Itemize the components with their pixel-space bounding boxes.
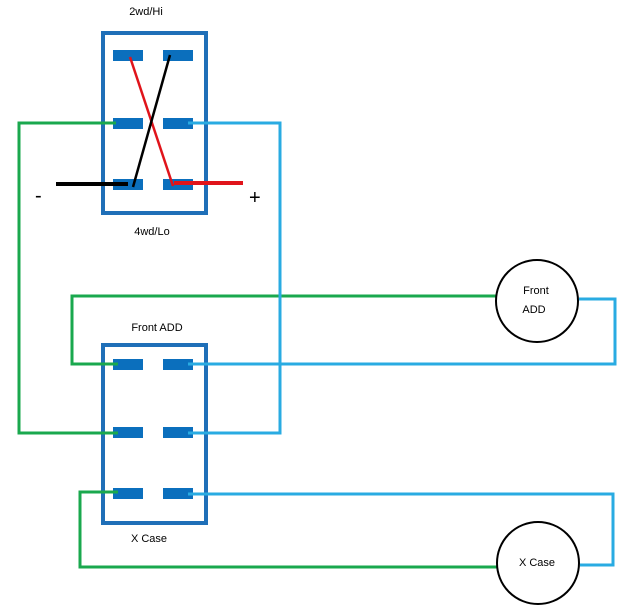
blue-wire-front-add: [188, 297, 617, 366]
front-add-switch-terminal-2-left: [113, 427, 143, 438]
x-case-actuator-circle: [496, 521, 580, 605]
negative-symbol: -: [35, 185, 42, 207]
front-add-switch-terminal-3-left: [113, 488, 143, 499]
mode-switch-terminal-top-right: [163, 50, 193, 61]
front-add-switch-terminal-1-left: [113, 359, 143, 370]
positive-symbol: +: [249, 187, 261, 209]
blue-wire-x-case: [188, 492, 615, 567]
front-add-actuator-circle: [495, 259, 579, 343]
front-add-actuator: Front ADD: [495, 259, 579, 343]
switch-top-label: 2wd/Hi: [129, 6, 163, 18]
front-add-actuator-line1: Front: [523, 285, 549, 297]
black-cross-jumper: [131, 54, 172, 188]
x-case-switch-caption: X Case: [131, 533, 167, 545]
mode-switch-terminal-top-left: [113, 50, 143, 61]
x-case-actuator-label: X Case: [519, 557, 555, 569]
green-wire-front-add: [70, 294, 498, 366]
green-wire-switch-to-switch: [17, 121, 118, 435]
green-wire-x-case: [78, 490, 497, 569]
mode-switch-terminal-mid-right: [163, 118, 193, 129]
mode-switch-terminal-mid-left: [113, 118, 143, 129]
switch-bottom-label: 4wd/Lo: [134, 226, 169, 238]
front-add-switch-title: Front ADD: [131, 322, 182, 334]
front-add-switch-terminal-2-right: [163, 427, 193, 438]
front-add-switch-terminal-3-right: [163, 488, 193, 499]
front-add-actuator-line2: ADD: [522, 304, 545, 316]
x-case-actuator: X Case: [496, 521, 580, 605]
blue-wire-switch-to-switch: [188, 121, 282, 435]
front-add-switch-terminal-1-right: [163, 359, 193, 370]
